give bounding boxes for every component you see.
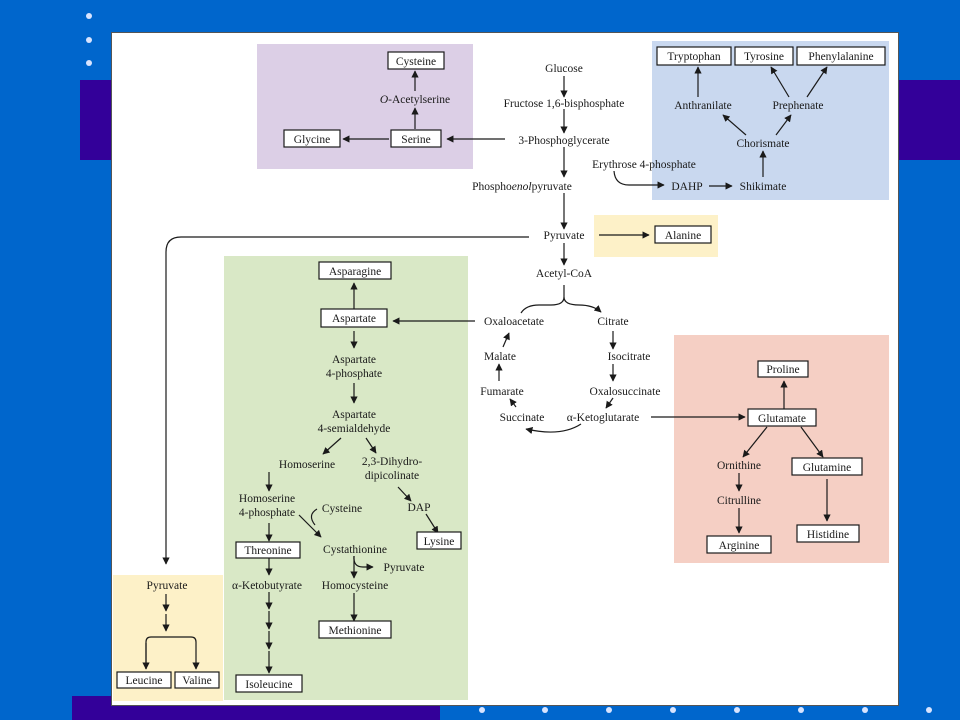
oxalosuccinate-label: Oxalosuccinate	[590, 386, 661, 398]
fructose-bisphosphate-label: Fructose 1,6-bisphosphate	[504, 98, 625, 110]
o-acetylserine-label: O-Acetylserine	[380, 94, 450, 106]
bullet-dot	[479, 707, 485, 713]
serine-label: Serine	[401, 134, 430, 146]
chorismate-label: Chorismate	[736, 138, 789, 150]
dihydrodipicolinate-label-2: dipicolinate	[365, 470, 419, 482]
glutamine-label: Glutamine	[803, 462, 852, 474]
amino-acid-biosynthesis-diagram: Cysteine Glycine Serine Tryptophan Tyros…	[113, 41, 889, 701]
fumarate-label: Fumarate	[480, 386, 523, 398]
dahp-label: DAHP	[671, 181, 702, 193]
phosphoglycerate-label: 3-Phosphoglycerate	[518, 135, 609, 147]
glucose-label: Glucose	[545, 63, 583, 75]
lysine-label: Lysine	[424, 536, 455, 548]
acetyl-coa-label: Acetyl-CoA	[536, 268, 593, 280]
isoleucine-label: Isoleucine	[245, 679, 292, 691]
dihydrodipicolinate-label-1: 2,3-Dihydro-	[362, 456, 423, 468]
bullet-dot	[798, 707, 804, 713]
phosphoenolpyruvate-label: Phosphoenolpyruvate	[472, 181, 572, 193]
valine-label: Valine	[182, 675, 211, 687]
histidine-label: Histidine	[807, 529, 849, 541]
homoserine-phosphate-label-1: Homoserine	[239, 493, 295, 505]
ketoglutarate-label: α-Ketoglutarate	[567, 412, 639, 424]
citrate-label: Citrate	[597, 316, 628, 328]
asparagine-label: Asparagine	[329, 266, 381, 278]
homocysteine-label: Homocysteine	[322, 580, 388, 592]
pyruvate-label: Pyruvate	[544, 230, 585, 242]
arginine-label: Arginine	[719, 540, 760, 552]
cysteine-input-label: Cysteine	[322, 503, 362, 515]
alanine-label: Alanine	[665, 230, 701, 242]
bullet-dot	[606, 707, 612, 713]
phenylalanine-label: Phenylalanine	[808, 51, 873, 63]
leucine-label: Leucine	[125, 675, 162, 687]
bullet-dot	[926, 707, 932, 713]
glycine-label: Glycine	[294, 134, 330, 146]
bullet-dot	[86, 37, 92, 43]
cysteine-label: Cysteine	[396, 56, 436, 68]
pathway-arrows	[142, 66, 831, 674]
bullet-dot	[86, 60, 92, 66]
aspartate-semialdehyde-label-1: Aspartate	[332, 409, 376, 421]
aromatic-family-region	[652, 41, 889, 200]
proline-label: Proline	[766, 364, 799, 376]
bullet-dot	[862, 707, 868, 713]
aspartate-phosphate-label-2: 4-phosphate	[326, 368, 382, 380]
threonine-label: Threonine	[244, 545, 291, 557]
aspartate-semialdehyde-label-2: 4-semialdehyde	[318, 423, 391, 435]
tyrosine-label: Tyrosine	[744, 51, 784, 63]
succinate-label: Succinate	[500, 412, 545, 424]
erythrose-phosphate-label: Erythrose 4-phosphate	[592, 159, 696, 171]
methionine-label: Methionine	[328, 625, 381, 637]
shikimate-label: Shikimate	[740, 181, 787, 193]
isocitrate-label: Isocitrate	[608, 351, 651, 363]
oxaloacetate-label: Oxaloacetate	[484, 316, 544, 328]
anthranilate-label: Anthranilate	[674, 100, 731, 112]
pyruvate-left-label: Pyruvate	[147, 580, 188, 592]
diagram-panel: Cysteine Glycine Serine Tryptophan Tyros…	[111, 32, 899, 706]
bullet-dot	[542, 707, 548, 713]
homoserine-label: Homoserine	[279, 459, 335, 471]
bullet-dot	[86, 13, 92, 19]
prephenate-label: Prephenate	[772, 100, 823, 112]
dap-label: DAP	[407, 502, 430, 514]
ketobutyrate-label: α-Ketobutyrate	[232, 580, 302, 592]
aspartate-label: Aspartate	[332, 313, 376, 325]
citrulline-label: Citrulline	[717, 495, 761, 507]
malate-label: Malate	[484, 351, 516, 363]
aspartate-phosphate-label-1: Aspartate	[332, 354, 376, 366]
tryptophan-label: Tryptophan	[667, 51, 720, 63]
diagram-labels: Cysteine Glycine Serine Tryptophan Tyros…	[125, 51, 873, 691]
cystathionine-label: Cystathionine	[323, 544, 387, 556]
amino-acid-boxes	[116, 46, 886, 693]
homoserine-phosphate-label-2: 4-phosphate	[239, 507, 295, 519]
ornithine-label: Ornithine	[717, 460, 761, 472]
glutamate-label: Glutamate	[758, 413, 806, 425]
pyruvate-output-label: Pyruvate	[384, 562, 425, 574]
bullet-dot	[734, 707, 740, 713]
bullet-dot	[670, 707, 676, 713]
